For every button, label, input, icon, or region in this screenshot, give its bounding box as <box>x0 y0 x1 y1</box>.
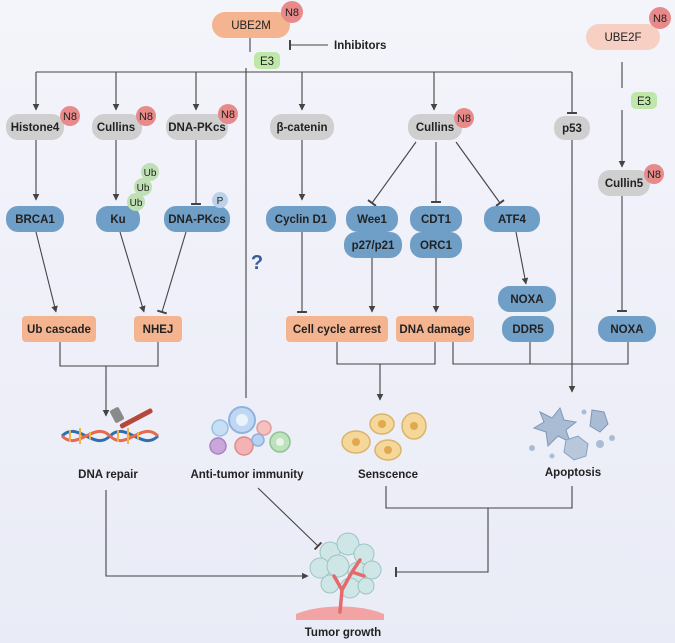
cell-cycle-arrest-label: Cell cycle arrest <box>293 324 381 336</box>
dnapkcs-p-node: DNA-PKcs P <box>164 192 230 232</box>
dna-damage-label: DNA damage <box>399 324 470 336</box>
cyclin-d1-label: Cyclin D1 <box>275 214 328 226</box>
wee1-label: Wee1 <box>357 214 387 226</box>
cullins-a-node: Cullins N8 <box>92 106 156 140</box>
cyclin-d1-node: Cyclin D1 <box>266 206 336 232</box>
dnapkcs-node: DNA-PKcs N8 <box>166 104 238 140</box>
orc1-label: ORC1 <box>420 240 453 252</box>
n8-badge <box>136 106 156 126</box>
beta-catenin-node: β-catenin <box>270 114 334 140</box>
n8-badge <box>218 104 238 124</box>
ube2m-label: UBE2M <box>231 20 271 32</box>
apoptotic-cells-icon <box>529 406 615 461</box>
ub-label: Ub <box>144 168 157 179</box>
ube2m-node: UBE2M N8 <box>212 1 303 38</box>
senescence-label: Senscence <box>358 469 418 481</box>
cullin5-node: Cullin5 N8 <box>598 164 664 196</box>
ub-badge <box>141 163 159 181</box>
orc1-node: ORC1 <box>410 232 462 258</box>
unknown-mechanism-mark: ? <box>251 252 263 274</box>
n8-badge <box>454 108 474 128</box>
immune-cells-icon <box>209 406 291 456</box>
apoptosis-label: Apoptosis <box>545 467 601 479</box>
cullin5-label: Cullin5 <box>605 178 644 190</box>
n8-badge <box>281 1 303 23</box>
ub-badge <box>127 193 145 211</box>
repair-hammer-icon <box>110 407 153 429</box>
nhej-label: NHEJ <box>143 324 174 336</box>
p53-label: p53 <box>562 123 582 135</box>
ku-label: Ku <box>110 214 125 226</box>
ubiquitin-chain: Ub Ub Ub <box>127 163 159 211</box>
p53-node: p53 <box>554 116 590 140</box>
n8-label: N8 <box>221 109 235 121</box>
ube2f-label: UBE2F <box>604 32 641 44</box>
connectors <box>32 38 629 580</box>
dnapkcs-label: DNA-PKcs <box>168 122 226 134</box>
cullins-b-node: Cullins N8 <box>408 108 474 140</box>
p27p21-label: p27/p21 <box>352 240 395 252</box>
ub-cascade-node: Ub cascade <box>22 316 96 342</box>
atf4-node: ATF4 <box>484 206 540 232</box>
cdt1-label: CDT1 <box>421 214 452 226</box>
n8-badge <box>649 7 671 29</box>
dnapkcs-p-label: DNA-PKcs <box>168 214 226 226</box>
p27p21-node: p27/p21 <box>344 232 402 258</box>
e3-right-badge: E3 <box>631 92 657 109</box>
tumor-growth-label: Tumor growth <box>305 627 381 639</box>
e3-left-badge: E3 <box>254 52 280 69</box>
noxa-right-label: NOXA <box>610 324 643 336</box>
dna-repair-label: DNA repair <box>78 469 138 481</box>
ub-badge <box>134 178 152 196</box>
dna-helix-icon <box>60 428 160 444</box>
n8-badge <box>60 106 80 126</box>
n8-badge <box>644 164 664 184</box>
cdt1-node: CDT1 <box>410 206 462 232</box>
histone4-node: Histone4 N8 <box>6 106 80 140</box>
tumor-icon <box>296 532 384 620</box>
phospho-label: P <box>217 196 224 207</box>
senescent-cells-icon <box>341 412 427 461</box>
e3-right-label: E3 <box>637 96 651 108</box>
ddr5-label: DDR5 <box>512 324 544 336</box>
anti-tumor-immunity-label: Anti-tumor immunity <box>190 469 304 481</box>
noxa-mid-node: NOXA <box>498 286 556 312</box>
n8-label: N8 <box>457 113 471 125</box>
n8-label: N8 <box>285 7 299 19</box>
ddr5-node: DDR5 <box>502 316 554 342</box>
wee1-node: Wee1 <box>346 206 398 232</box>
n8-label: N8 <box>63 111 77 123</box>
ube2f-node: UBE2F N8 <box>586 7 671 50</box>
noxa-right-node: NOXA <box>598 316 656 342</box>
ub-cascade-label: Ub cascade <box>27 324 91 336</box>
dna-damage-node: DNA damage <box>396 316 474 342</box>
ku-node: Ku <box>96 206 140 232</box>
histone4-label: Histone4 <box>11 122 60 134</box>
n8-label: N8 <box>139 111 153 123</box>
cell-cycle-arrest-node: Cell cycle arrest <box>286 316 388 342</box>
n8-label: N8 <box>653 13 667 25</box>
beta-catenin-label: β-catenin <box>276 122 327 134</box>
cullins-a-label: Cullins <box>97 122 135 134</box>
inhibitors-label: Inhibitors <box>334 40 386 52</box>
noxa-mid-label: NOXA <box>510 294 543 306</box>
n8-label: N8 <box>647 169 661 181</box>
brca1-node: BRCA1 <box>6 206 64 232</box>
atf4-label: ATF4 <box>498 214 527 226</box>
ub-label: Ub <box>130 198 143 209</box>
phospho-badge <box>212 192 228 208</box>
nhej-node: NHEJ <box>134 316 182 342</box>
ub-label: Ub <box>137 183 150 194</box>
cullins-b-label: Cullins <box>416 122 454 134</box>
e3-left-label: E3 <box>260 56 274 68</box>
brca1-label: BRCA1 <box>15 214 55 226</box>
